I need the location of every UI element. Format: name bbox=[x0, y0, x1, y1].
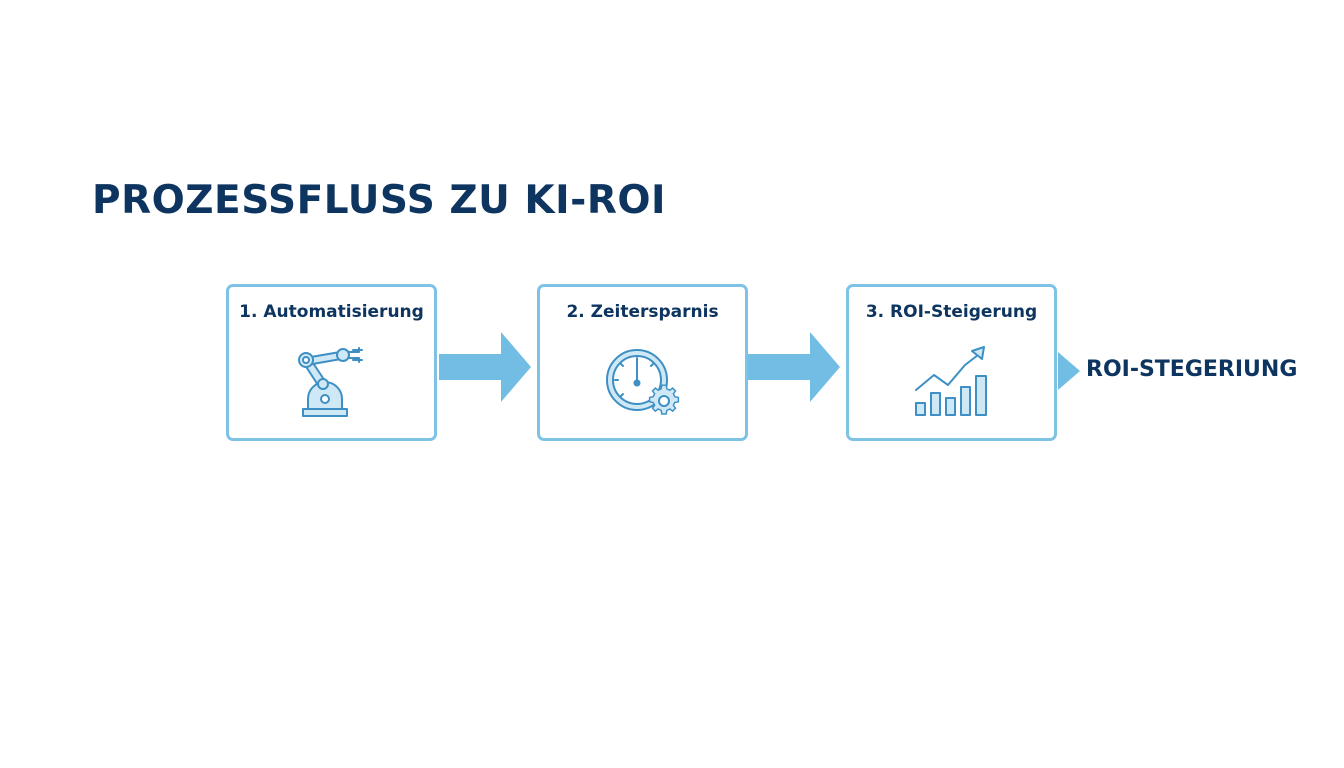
flow-arrow-final bbox=[1058, 352, 1080, 390]
outcome-label: ROI-STEGERIUNG bbox=[1086, 357, 1298, 382]
flow-arrow-1 bbox=[439, 332, 531, 402]
step-box-zeitersparnis: 2. Zeitersparnis bbox=[537, 284, 748, 441]
growth-chart-icon bbox=[910, 345, 994, 423]
diagram-title: PROZESSFLUSS ZU KI-ROI bbox=[92, 178, 667, 223]
step-label: 3. ROI-Steigerung bbox=[865, 302, 1038, 322]
step-label: 1. Automatisierung bbox=[239, 302, 424, 322]
robot-arm-icon bbox=[290, 345, 374, 423]
step-box-automatisierung: 1. Automatisierung bbox=[226, 284, 437, 441]
flow-arrow-2 bbox=[748, 332, 840, 402]
stopwatch-gear-icon bbox=[601, 345, 685, 423]
step-box-roi-steigerung: 3. ROI-Steigerung bbox=[846, 284, 1057, 441]
step-label: 2. Zeitersparnis bbox=[566, 302, 719, 322]
